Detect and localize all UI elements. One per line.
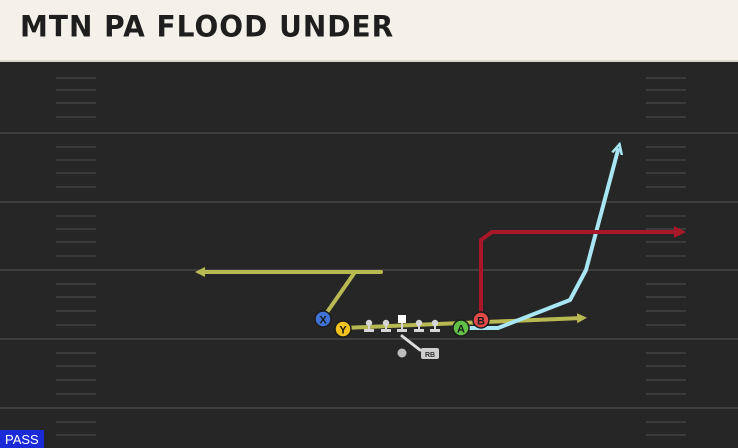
player-x-label: X bbox=[319, 315, 327, 327]
play-field: RB X Y A B bbox=[0, 77, 738, 436]
play-type-badge: PASS bbox=[0, 430, 44, 448]
center bbox=[397, 315, 407, 332]
lineman bbox=[414, 319, 424, 332]
rb-badge: RB bbox=[421, 348, 439, 359]
player-b-label: B bbox=[477, 316, 485, 328]
hash-marks-right bbox=[646, 77, 686, 436]
lineman bbox=[364, 319, 374, 332]
player-y-label: Y bbox=[339, 325, 347, 337]
hash-marks-left bbox=[56, 77, 96, 436]
play-title: MTN PA FLOOD UNDER bbox=[20, 9, 395, 44]
player-x: X bbox=[314, 310, 332, 328]
routes bbox=[195, 150, 686, 352]
quarterback bbox=[397, 348, 407, 358]
route-b bbox=[479, 226, 686, 322]
offensive-line bbox=[364, 315, 440, 332]
title-bar: MTN PA FLOOD UNDER bbox=[0, 0, 738, 60]
rb-label: RB bbox=[425, 352, 435, 359]
player-a-label: A bbox=[457, 324, 465, 336]
lineman bbox=[381, 319, 391, 332]
route-x bbox=[321, 270, 383, 320]
route-rb bbox=[400, 334, 422, 352]
lineman bbox=[430, 319, 440, 332]
player-b: B bbox=[472, 311, 490, 329]
player-a: A bbox=[452, 319, 470, 337]
player-y: Y bbox=[334, 320, 352, 338]
